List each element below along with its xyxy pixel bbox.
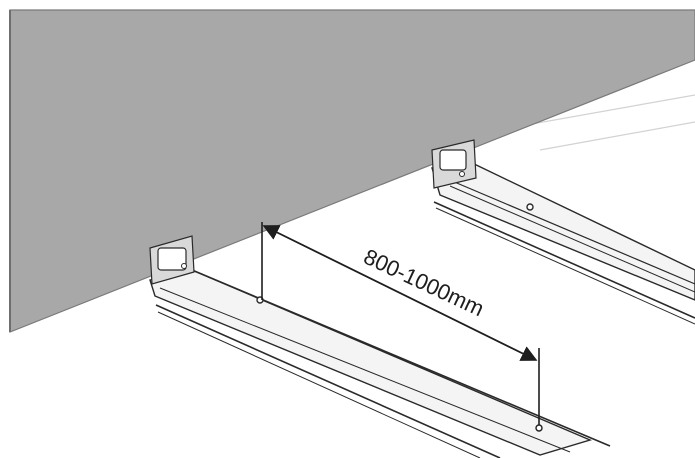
rail-front xyxy=(149,235,611,458)
rail-rear-body xyxy=(431,161,695,301)
dimension-point-right xyxy=(535,424,543,432)
rail-front-body xyxy=(149,269,593,456)
bracket-rear xyxy=(431,139,477,189)
wall xyxy=(9,9,695,333)
rail-rear xyxy=(431,139,695,325)
rail-rear-screw xyxy=(526,203,534,211)
dimension-arrow xyxy=(262,225,538,361)
dimension-marker xyxy=(261,222,543,432)
bracket-front xyxy=(149,235,195,285)
